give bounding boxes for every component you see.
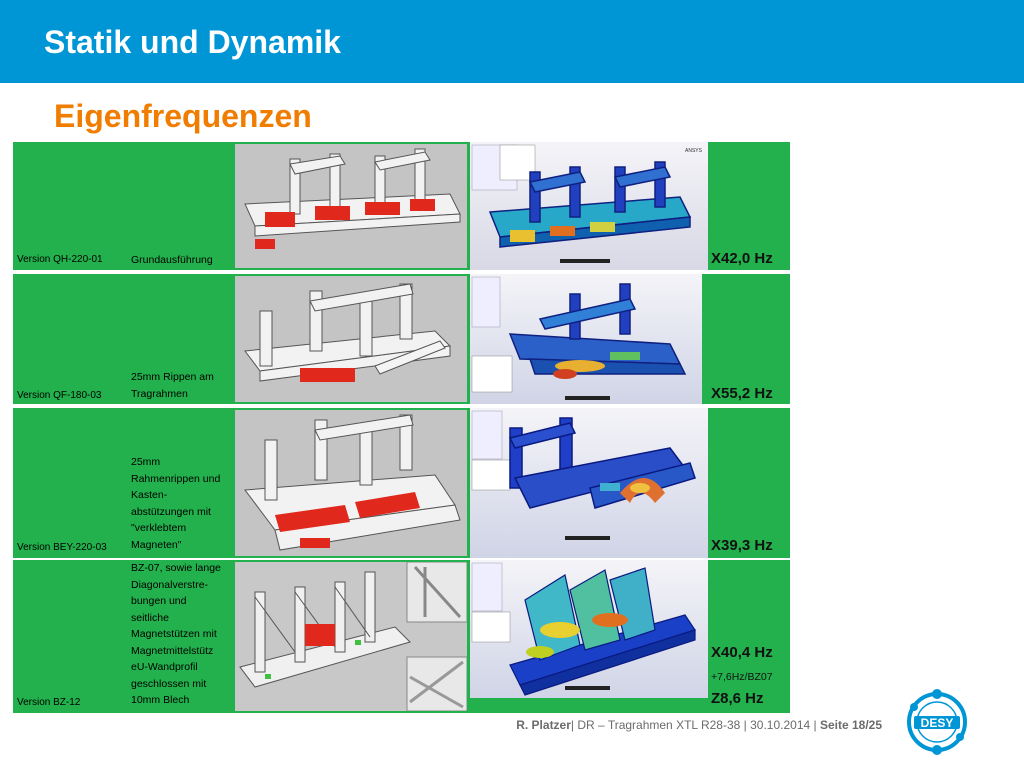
footer-text: | DR – Tragrahmen XTL R28-38 | 30.10.201…: [570, 718, 820, 732]
version-description: Grundausführung: [131, 254, 213, 266]
table-row: Version BZ-12 BZ-07, sowie lange Diagona…: [13, 560, 790, 713]
slide-subtitle: Eigenfrequenzen: [54, 98, 312, 134]
version-label: Version QH-220-01: [17, 254, 103, 265]
fem-mode-shape-image: ANSYS: [470, 142, 708, 270]
frequency-value-2: Z8,6 Hz: [711, 690, 764, 707]
table-row: Version QF-180-03 25mm Rippen am Tragrah…: [13, 274, 790, 404]
slide-title: Statik und Dynamik: [44, 24, 341, 60]
table-row: Version BEY-220-03 25mm Rahmenrippen und…: [13, 408, 790, 558]
frequency-value: X42,0 Hz: [711, 250, 773, 267]
cad-model-image: [235, 562, 467, 711]
frequency-value: X40,4 Hz: [711, 644, 773, 661]
header-bar: [0, 0, 1024, 83]
version-label: Version BZ-12: [17, 697, 81, 708]
cad-model-image: [235, 276, 467, 402]
footer-author: R. Platzer: [516, 718, 571, 732]
frequency-value: X39,3 Hz: [711, 537, 773, 554]
footer-page: Seite 18/25: [819, 718, 882, 732]
version-description: 25mm Rahmenrippen und Kasten- abstützung…: [131, 456, 221, 551]
frequency-note: +7,6Hz/BZ07: [711, 671, 773, 683]
fem-mode-shape-image: [470, 408, 708, 558]
version-label: Version BEY-220-03: [17, 542, 107, 553]
frequency-value: X55,2 Hz: [711, 385, 773, 402]
version-label: Version QF-180-03: [17, 390, 102, 401]
version-description: BZ-07, sowie lange Diagonalverstre- bung…: [131, 562, 221, 706]
footer: R. Platzer| DR – Tragrahmen XTL R28-38 |…: [516, 718, 882, 732]
version-description: 25mm Rippen am Tragrahmen: [131, 371, 214, 400]
fem-mode-shape-image: [470, 274, 702, 404]
table-row: Version QH-220-01 Grundausführung: [13, 142, 790, 270]
svg-text:ANSYS: ANSYS: [685, 148, 703, 154]
cad-model-image: [235, 144, 467, 268]
eigenfrequency-table: Version QH-220-01 Grundausführung: [13, 142, 790, 713]
logo-text: DESY: [921, 716, 954, 730]
fem-mode-shape-image: [470, 560, 708, 698]
cad-model-image: [235, 410, 467, 556]
desy-logo: DESY: [902, 687, 972, 757]
